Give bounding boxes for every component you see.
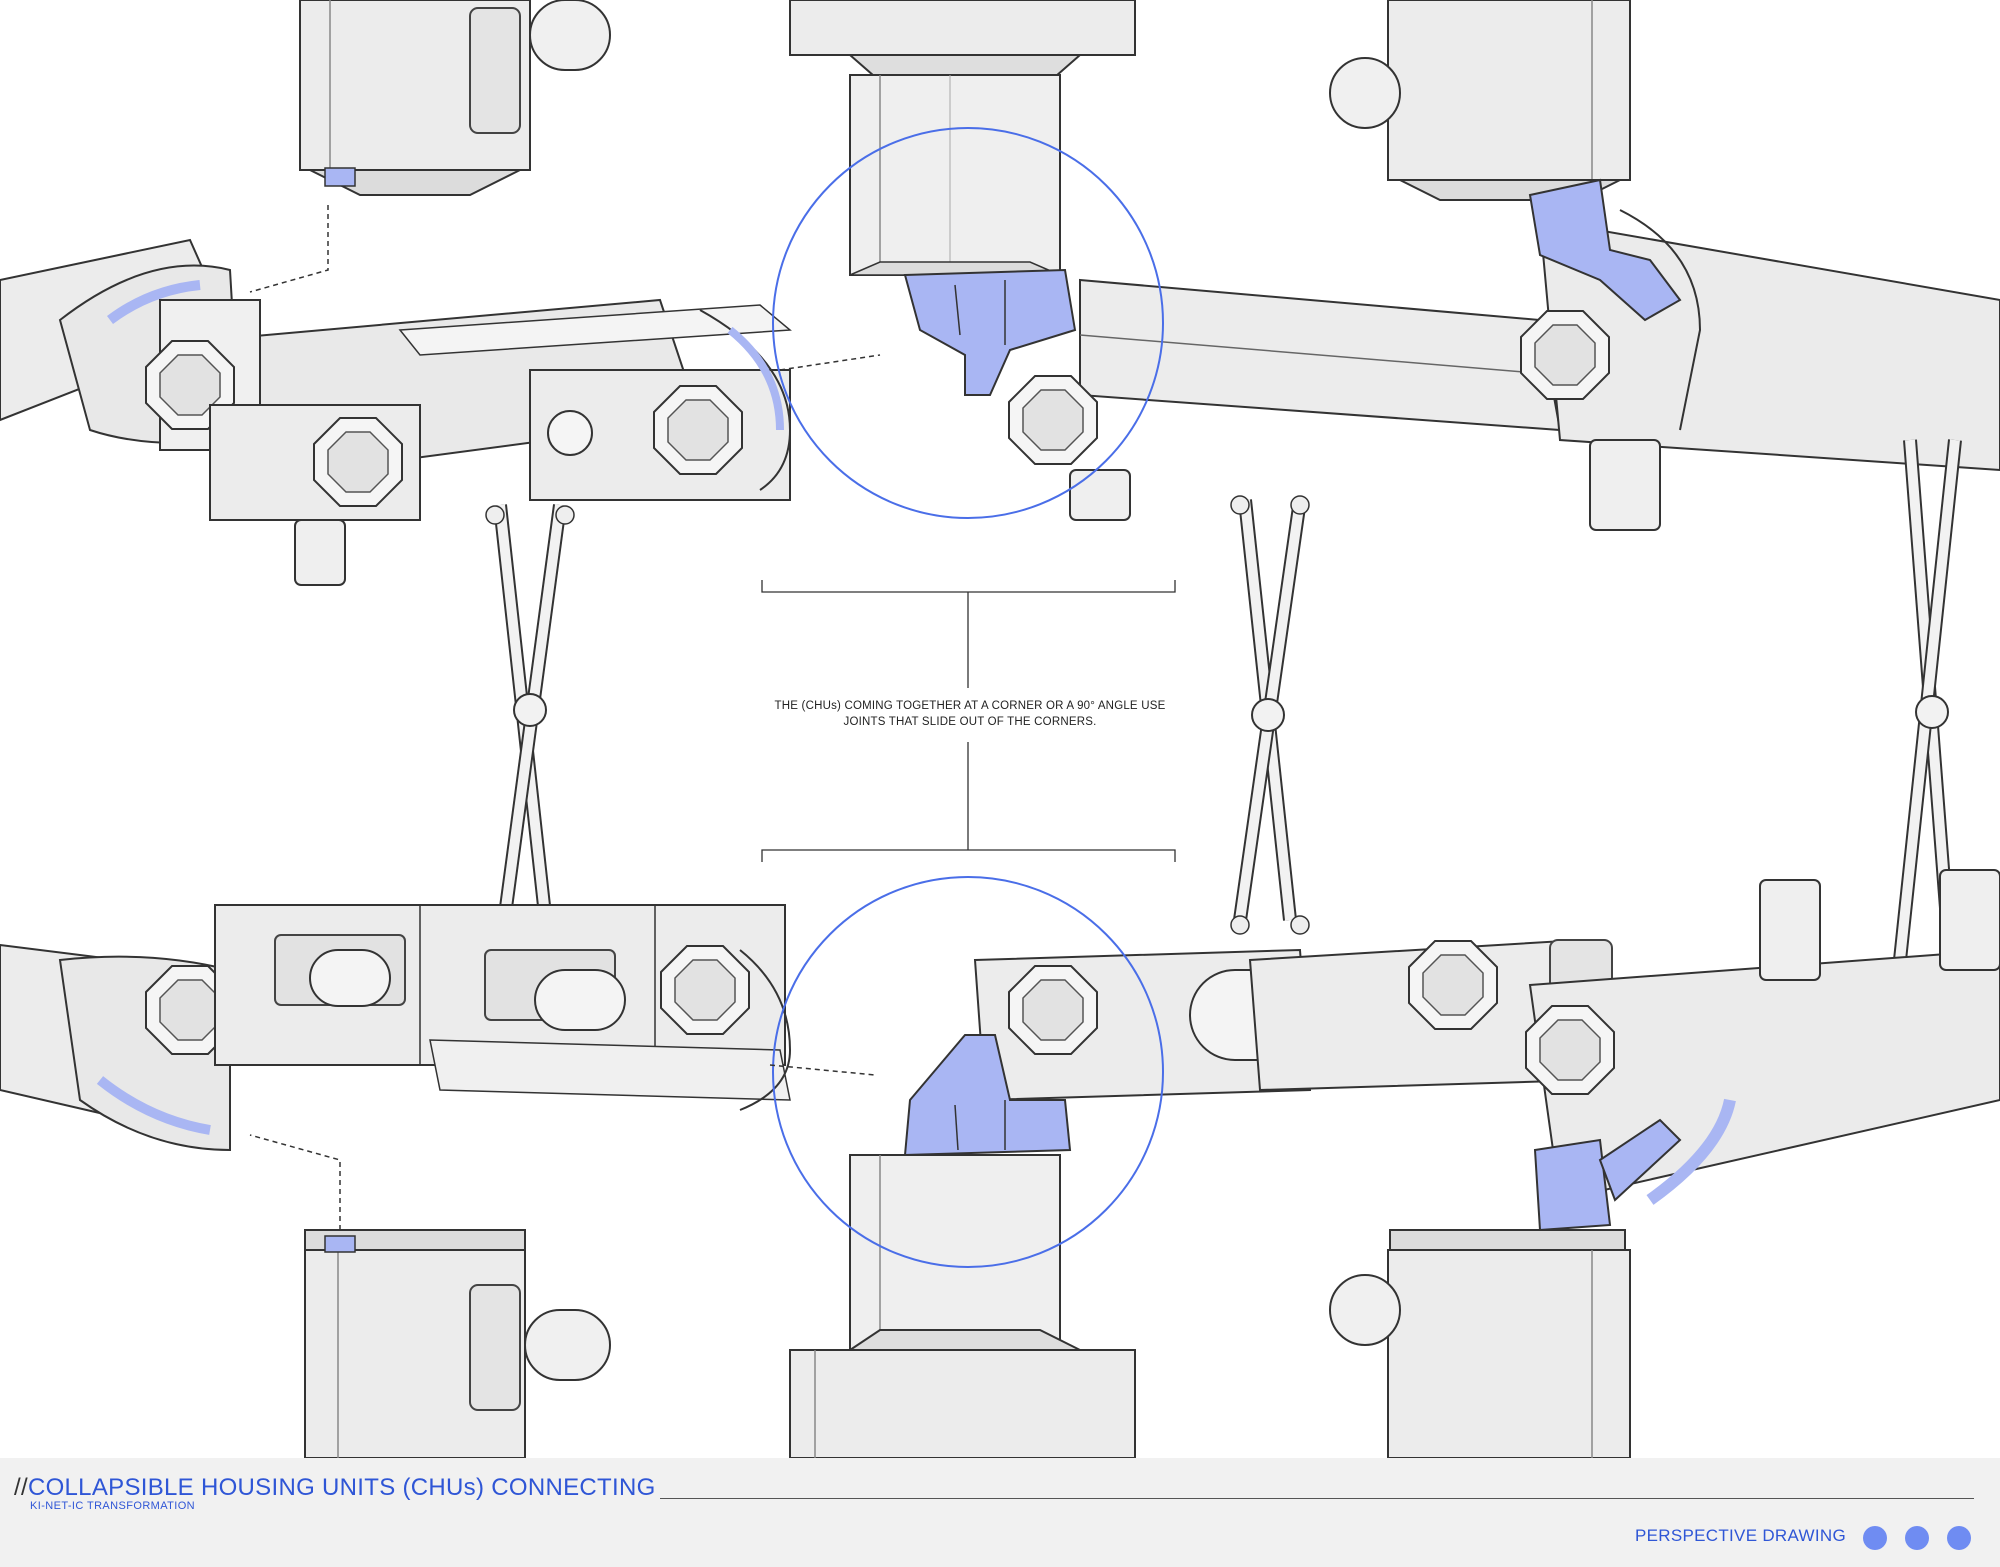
corner-joint-top-center: [903, 268, 1077, 396]
annotation-text: THE (CHUs) COMING TOGETHER AT A CORNER O…: [760, 698, 1180, 730]
column-bottom-center: [789, 1154, 1136, 1458]
column-bottom-right: [1329, 1229, 1631, 1458]
column-top-center: [789, 0, 1136, 276]
column-top-left: [299, 0, 611, 196]
detail-circle-top: [772, 127, 1164, 519]
page-subtitle: KI-NET-IC TRANSFORMATION: [30, 1500, 196, 1512]
beam-bottom-right: [973, 869, 2000, 1205]
annotation-line-1: THE (CHUs) COMING TOGETHER AT A CORNER O…: [774, 700, 1166, 712]
annotation-bracket: [761, 580, 1176, 862]
view-label: PERSPECTIVE DRAWING: [1635, 1526, 1846, 1545]
beam-top-left: [0, 238, 792, 586]
page-dot-3: [1947, 1526, 1971, 1550]
footer-bar: //COLLAPSIBLE HOUSING UNITS (CHUs) CONNE…: [0, 1458, 2000, 1567]
dashed-leaders: [249, 205, 881, 1230]
corner-joint-bottom-center: [903, 1034, 1072, 1157]
footer-divider: [660, 1498, 1974, 1499]
annotation-line-2: JOINTS THAT SLIDE OUT OF THE CORNERS.: [843, 716, 1097, 728]
scissor-linkage-center: [1230, 495, 1310, 935]
page-dot-2: [1905, 1526, 1929, 1550]
title-slashes: //: [14, 1474, 28, 1501]
perspective-drawing: [0, 0, 2000, 1458]
page-dot-1: [1863, 1526, 1887, 1550]
detail-circle-bottom: [772, 876, 1164, 1268]
corner-joint-bottom-right: [1533, 1118, 1682, 1232]
corner-joint-top-right: [1528, 178, 1682, 322]
page-title: //COLLAPSIBLE HOUSING UNITS (CHUs) CONNE…: [14, 1474, 656, 1502]
beam-bottom-left: [0, 904, 792, 1152]
scissor-linkage-left: [485, 504, 575, 925]
column-bottom-left: [304, 1229, 611, 1458]
title-text: COLLAPSIBLE HOUSING UNITS (CHUs) CONNECT…: [27, 1474, 656, 1501]
column-top-right: [1329, 0, 1631, 201]
